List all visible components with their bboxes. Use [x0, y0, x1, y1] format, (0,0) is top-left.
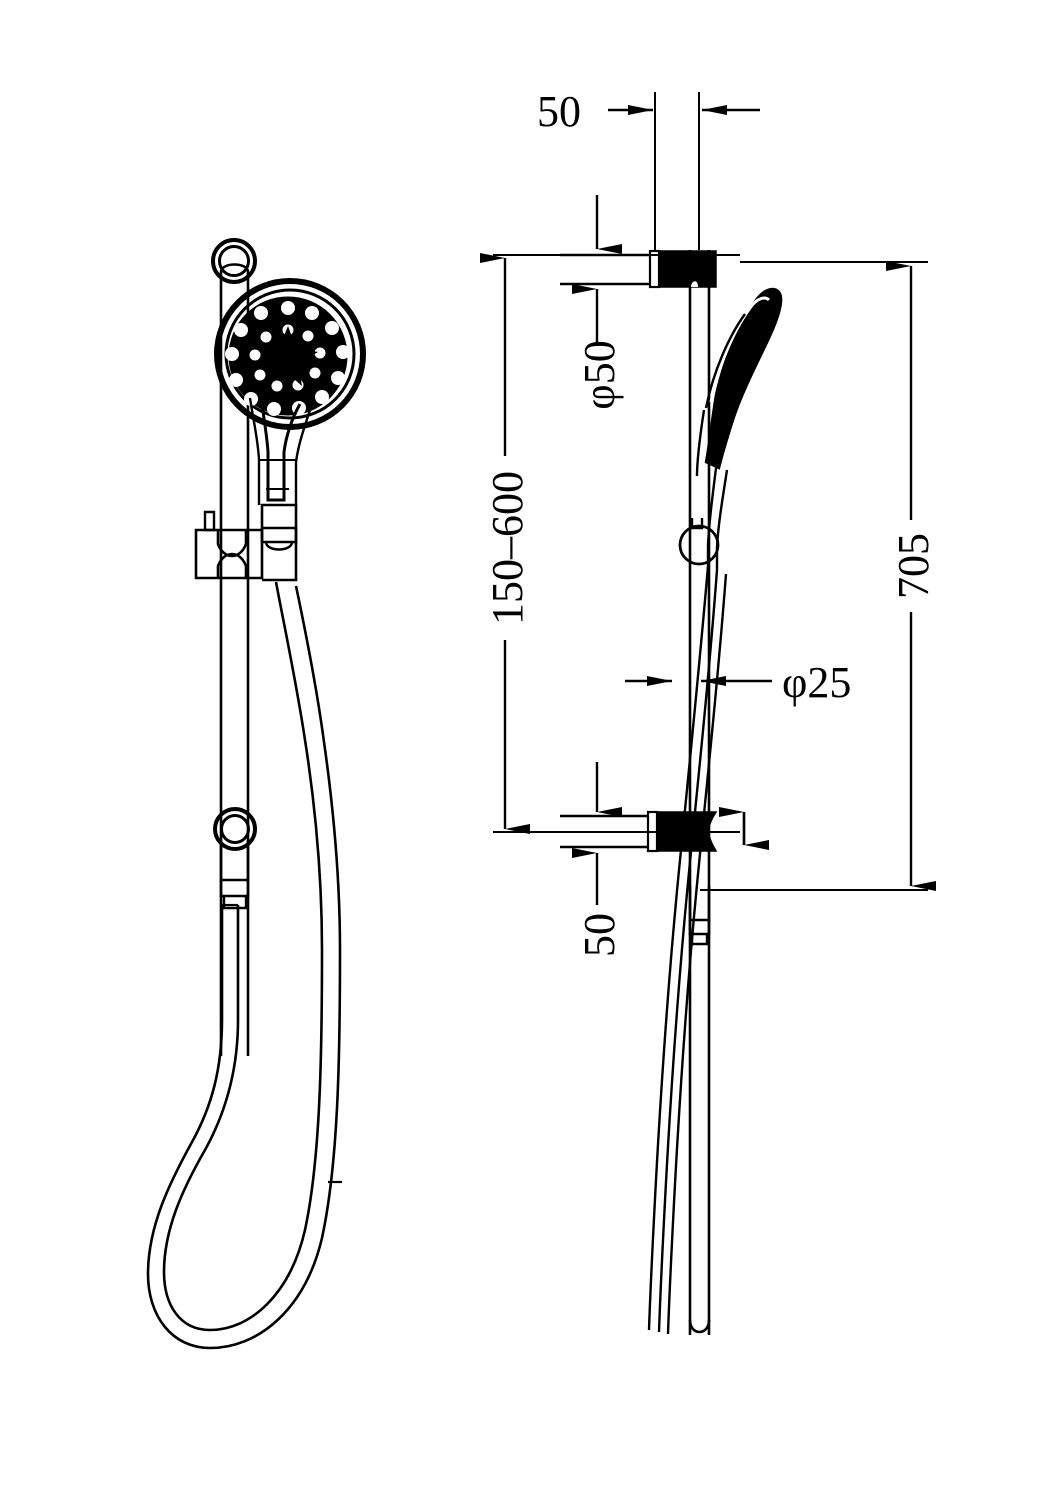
- slider-holder-side: [678, 518, 720, 566]
- dim-label-top-offset: 50: [537, 87, 581, 136]
- bottom-rail-end-cap: [213, 807, 257, 851]
- dim-label-bottom-offset: 50: [575, 913, 624, 957]
- dimension-texts: 50 φ50 150–600 φ25 705 50: [483, 87, 938, 957]
- dim-label-bracket-diameter: φ50: [575, 340, 624, 409]
- hose-connector: [219, 840, 250, 910]
- hose-connector-side: [688, 886, 711, 946]
- slider-holder: [194, 510, 298, 582]
- dim-label-overall-height: 705: [889, 533, 938, 599]
- dim-label-slider-travel: 150–600: [483, 471, 532, 625]
- side-view-group: [560, 249, 783, 1335]
- top-rail-end-cap: [211, 238, 257, 284]
- dim-label-rail-diameter: φ25: [782, 658, 851, 707]
- shower-head-side: [647, 287, 783, 1335]
- front-view-group: [146, 238, 366, 1350]
- shower-head: [214, 278, 366, 551]
- upper-wall-bracket: [560, 249, 717, 289]
- slide-rail-tube-side: [688, 250, 711, 1335]
- shower-hose: [146, 581, 342, 1350]
- dimension-layer: [480, 92, 936, 905]
